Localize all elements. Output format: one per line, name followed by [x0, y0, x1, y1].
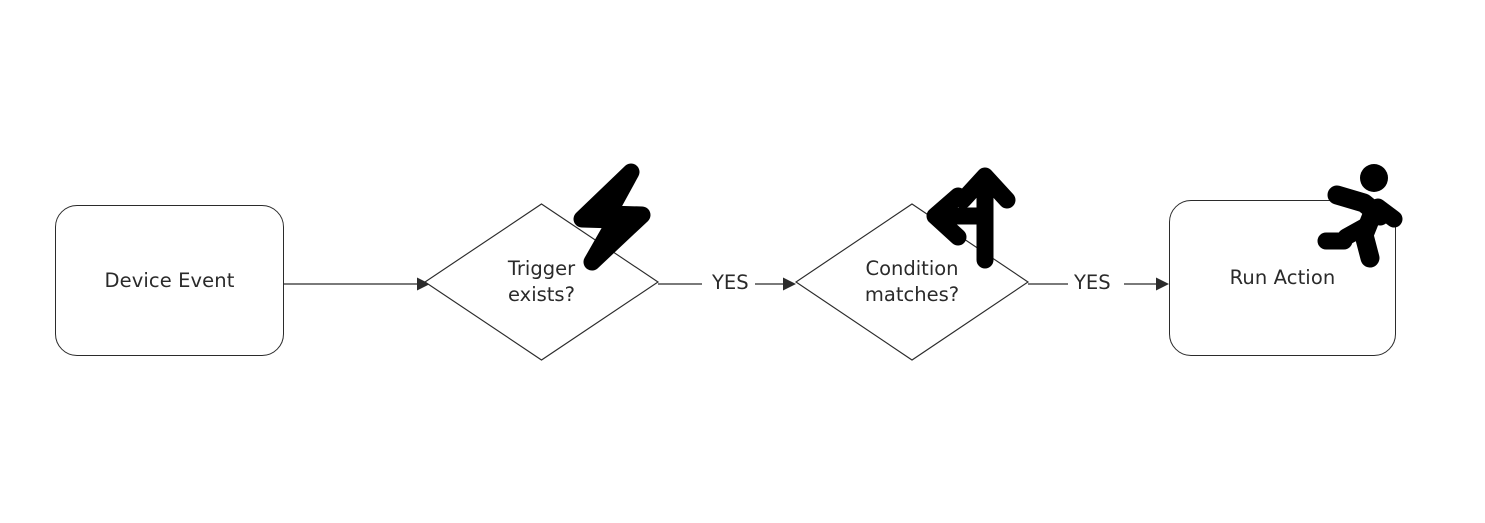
- node-condition-matches-label: Condition matches?: [864, 257, 960, 306]
- node-run-action[interactable]: Run Action: [1169, 200, 1396, 356]
- edge-device-event-to-trigger: [284, 277, 430, 291]
- running-person-icon: [1317, 164, 1403, 268]
- node-device-event-label: Device Event: [104, 268, 235, 292]
- node-condition-matches[interactable]: Condition matches?: [794, 203, 1030, 361]
- node-run-action-label: Run Action: [1229, 266, 1336, 290]
- edge-label-yes-2: YES: [1071, 273, 1114, 293]
- node-device-event[interactable]: Device Event: [55, 205, 284, 356]
- edge-condition-to-run-action: [1028, 277, 1169, 291]
- edge-label-yes-1: YES: [709, 273, 752, 293]
- lightning-bolt-icon: [573, 163, 651, 271]
- edge-trigger-to-condition: [658, 277, 796, 291]
- fork-arrow-icon: [926, 167, 1016, 269]
- node-trigger-exists-label: Trigger exists?: [507, 257, 576, 306]
